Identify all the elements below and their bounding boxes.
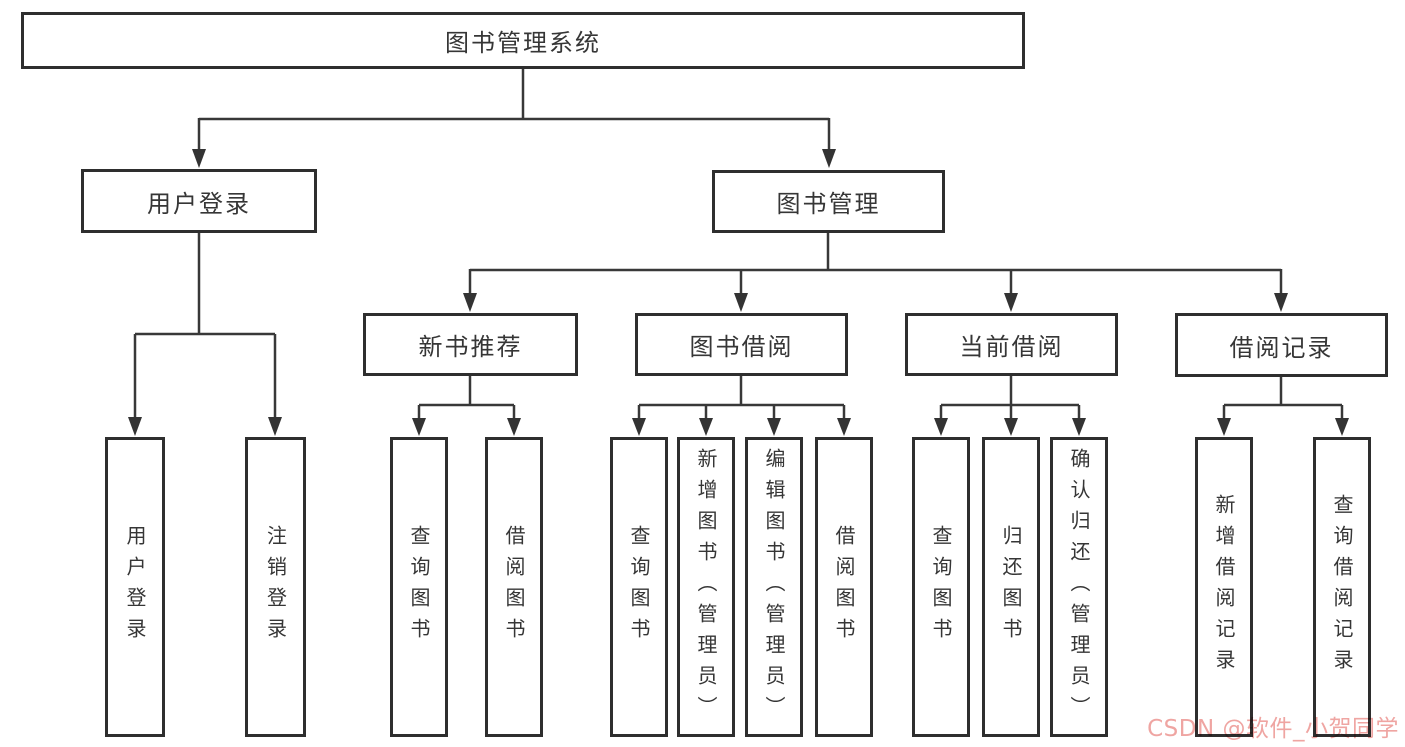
watermark: CSDN @软件_小贺同学 bbox=[1147, 716, 1399, 742]
leaf-confirm-return-admin: 确认归还（管理员） bbox=[1050, 437, 1108, 737]
leaf-borrow-book-2: 借阅图书 bbox=[815, 437, 873, 737]
node-book-borrow: 图书借阅 bbox=[635, 313, 848, 376]
connector-book-management bbox=[463, 233, 1288, 312]
leaf-add-borrow-record: 新增借阅记录 bbox=[1195, 437, 1253, 737]
leaf-edit-book-admin: 编辑图书（管理员） bbox=[745, 437, 803, 737]
leaf-add-book-admin: 新增图书（管理员） bbox=[677, 437, 735, 737]
leaf-borrow-book-1: 借阅图书 bbox=[485, 437, 543, 737]
connector-new-book-recommend bbox=[412, 376, 521, 436]
connector-book-borrow bbox=[632, 376, 851, 436]
leaf-query-book-2: 查询图书 bbox=[610, 437, 668, 737]
leaf-return-book: 归还图书 bbox=[982, 437, 1040, 737]
connector-root bbox=[192, 69, 836, 168]
connector-user-login bbox=[128, 233, 282, 436]
node-user-login: 用户登录 bbox=[81, 169, 317, 233]
node-root-system: 图书管理系统 bbox=[21, 12, 1025, 69]
leaf-query-borrow-record: 查询借阅记录 bbox=[1313, 437, 1371, 737]
leaf-query-book-3: 查询图书 bbox=[912, 437, 970, 737]
leaf-user-login: 用户登录 bbox=[105, 437, 165, 737]
leaf-logout: 注销登录 bbox=[245, 437, 306, 737]
node-borrow-record: 借阅记录 bbox=[1175, 313, 1388, 377]
node-book-management: 图书管理 bbox=[712, 170, 945, 233]
node-current-borrow: 当前借阅 bbox=[905, 313, 1118, 376]
connector-current-borrow bbox=[934, 376, 1086, 436]
connector-borrow-record bbox=[1217, 376, 1349, 436]
node-new-book-recommend: 新书推荐 bbox=[363, 313, 578, 376]
leaf-query-book-1: 查询图书 bbox=[390, 437, 448, 737]
